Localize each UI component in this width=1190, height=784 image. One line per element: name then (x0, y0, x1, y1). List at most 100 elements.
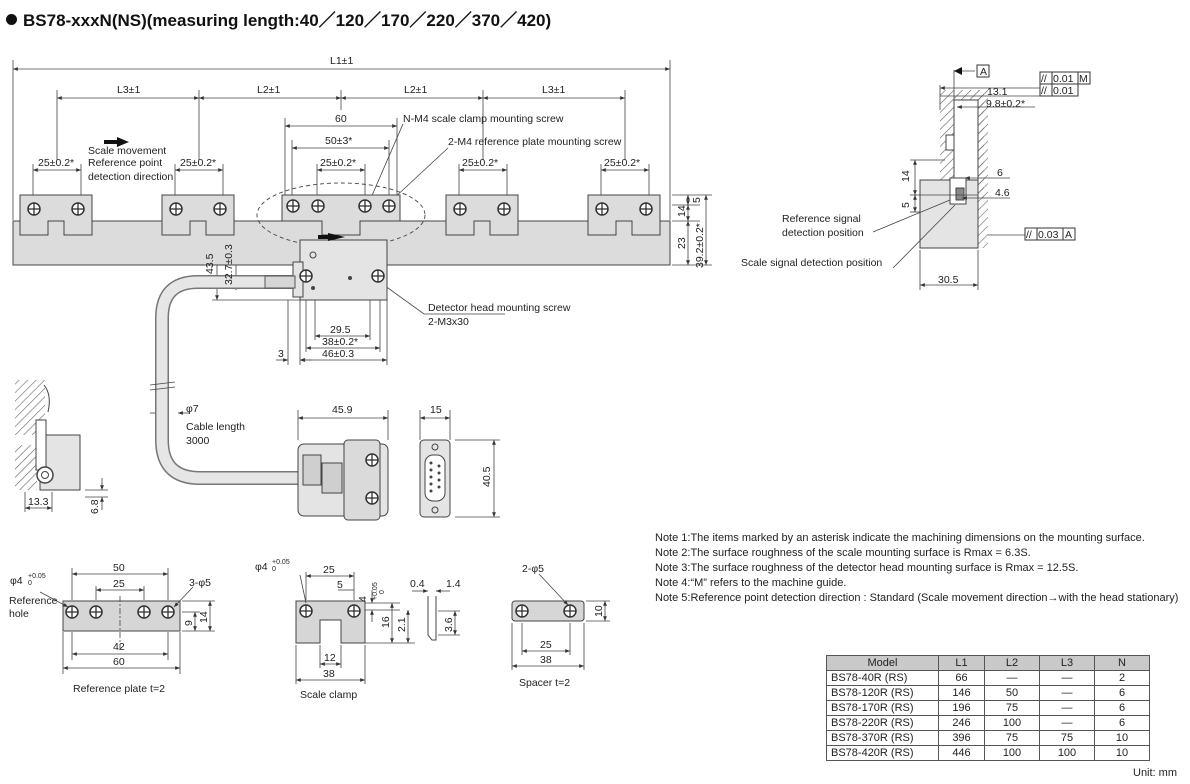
drawing-title-text: BS78-xxxN(NS)(measuring length:40／120／17… (23, 11, 552, 30)
table-header-l2: L2 (984, 655, 1040, 671)
table-cell: 196 (938, 700, 985, 716)
small-dim-6-8: 6.8 (89, 499, 101, 514)
refplate-dim-42: 42 (113, 641, 125, 653)
note-2: Note 2:The surface roughness of the scal… (655, 547, 1031, 559)
clamp-tol-lower: 0 (272, 566, 276, 573)
dim-l3-left: L3±1 (117, 84, 140, 96)
scale-signal-label: Scale signal detection position (741, 257, 882, 269)
table-header-l1: L1 (938, 655, 985, 671)
dim-25-1: 25±0.2* (38, 157, 74, 169)
drawing-title: BS78-xxxN(NS)(measuring length:40／120／17… (6, 6, 551, 31)
clamp-dim-25: 25 (323, 564, 335, 576)
table-cell: — (1039, 715, 1095, 731)
side-dim-13-1: 13.1 (987, 86, 1008, 98)
table-row: BS78-420R (RS) 446 100 100 10 (826, 745, 1150, 761)
clamp-dim-12: 12 (324, 652, 336, 664)
clamp-dim-3-6: 3.6 (443, 617, 455, 632)
clamp-dim-1-4: 1.4 (446, 578, 461, 590)
table-header-model: Model (826, 655, 939, 671)
table-cell: BS78-40R (RS) (826, 670, 939, 686)
dim-43-5: 43.5 (204, 253, 216, 274)
scale-movement-label-2: Reference point (88, 157, 162, 169)
dim-phi7: φ7 (186, 403, 199, 415)
clamp-dim-4: 4 (357, 596, 369, 602)
refplate-dim-9: 9 (183, 620, 195, 626)
two-m4-label: 2-M4 reference plate mounting screw (448, 136, 622, 148)
table-row: BS78-170R (RS) 196 75 — 6 (826, 700, 1150, 716)
side-dim-6: 6 (997, 167, 1003, 179)
ref-signal-label-2: detection position (782, 227, 864, 239)
refplate-dim-50: 50 (113, 562, 125, 574)
table-cell: 246 (938, 715, 985, 731)
dim-45-9: 45.9 (332, 404, 353, 416)
dim-5-right: 5 (691, 197, 703, 203)
table-cell: 75 (984, 730, 1040, 746)
tol-3-symbol: // (1026, 229, 1032, 241)
dim-25-4: 25±0.2* (462, 157, 498, 169)
table-cell: BS78-420R (RS) (826, 745, 939, 761)
side-view (919, 90, 988, 249)
tol-2-value: 0.01 (1053, 85, 1074, 97)
table-cell: 146 (938, 685, 985, 701)
dim-50: 50±3* (325, 135, 352, 147)
table-cell: BS78-120R (RS) (826, 685, 939, 701)
dim-38: 38±0.2* (322, 336, 358, 348)
n-m4-label: N-M4 scale clamp mounting screw (403, 113, 564, 125)
detector-head (292, 233, 388, 301)
spacer-dim-2-phi5: 2-φ5 (522, 563, 544, 575)
refplate-tol-lower: 0 (28, 580, 32, 587)
refplate-dim-phi4: φ4 (10, 575, 23, 587)
detail-ellipse (256, 182, 426, 248)
note-1: Note 1:The items marked by an asterisk i… (655, 532, 1145, 544)
detector-screw-label-2: 2-M3x30 (428, 316, 469, 328)
table-cell: — (984, 670, 1040, 686)
clamp-dim-0-4: 0.4 (410, 578, 425, 590)
dim-29-5: 29.5 (330, 324, 351, 336)
refplate-label-1: Reference (9, 595, 58, 607)
refplate-dim-3-phi5: 3-φ5 (189, 577, 211, 589)
note-3: Note 3:The surface roughness of the dete… (655, 562, 1079, 574)
spacer-dim-38: 38 (540, 654, 552, 666)
table-header-l3: L3 (1039, 655, 1095, 671)
clamp-dim-2-1: 2.1 (396, 617, 408, 632)
dim-23-right: 23 (676, 237, 688, 249)
table-cell: 100 (1039, 745, 1095, 761)
dim-l1: L1±1 (330, 55, 353, 67)
tol-2-symbol: // (1041, 85, 1047, 97)
small-view (15, 380, 81, 491)
tol-1-symbol: // (1041, 73, 1047, 85)
reference-plate-clamp (281, 194, 401, 236)
table-cell: 100 (984, 715, 1040, 731)
movement-arrow-icon (117, 137, 129, 147)
table-cell: 10 (1094, 730, 1150, 746)
datum-a: A (980, 66, 987, 78)
clamp-dim-16: 16 (380, 616, 392, 628)
note-5: Note 5:Reference point detection directi… (655, 592, 1179, 604)
table-cell: 75 (1039, 730, 1095, 746)
dim-25-2: 25±0.2* (180, 157, 216, 169)
dim-60: 60 (335, 113, 347, 125)
table-cell: 2 (1094, 670, 1150, 686)
cable-connector (297, 439, 389, 521)
clamp-side-profile (427, 596, 437, 641)
table-cell: 75 (984, 700, 1040, 716)
side-dim-5: 5 (900, 202, 912, 208)
cable (155, 275, 300, 485)
connector-front (419, 439, 451, 518)
table-cell: 396 (938, 730, 985, 746)
ref-signal-label-1: Reference signal (782, 213, 861, 225)
dim-l3-right: L3±1 (542, 84, 565, 96)
table-cell: 10 (1094, 745, 1150, 761)
tol-3-value: 0.03 (1038, 229, 1059, 241)
table-header-n: N (1094, 655, 1150, 671)
clamp-tol-4-upper: +0.05 (372, 582, 379, 600)
table-cell: — (1039, 700, 1095, 716)
table-cell: 6 (1094, 685, 1150, 701)
table-cell: 50 (984, 685, 1040, 701)
refplate-caption: Reference plate t=2 (73, 683, 165, 695)
detector-screw-label-1: Detector head mounting screw (428, 302, 571, 314)
cable-label-2: 3000 (186, 435, 210, 447)
table-row: BS78-370R (RS) 396 75 75 10 (826, 730, 1150, 746)
scale-movement-label-1: Scale movement (88, 145, 166, 157)
dim-15: 15 (430, 404, 442, 416)
